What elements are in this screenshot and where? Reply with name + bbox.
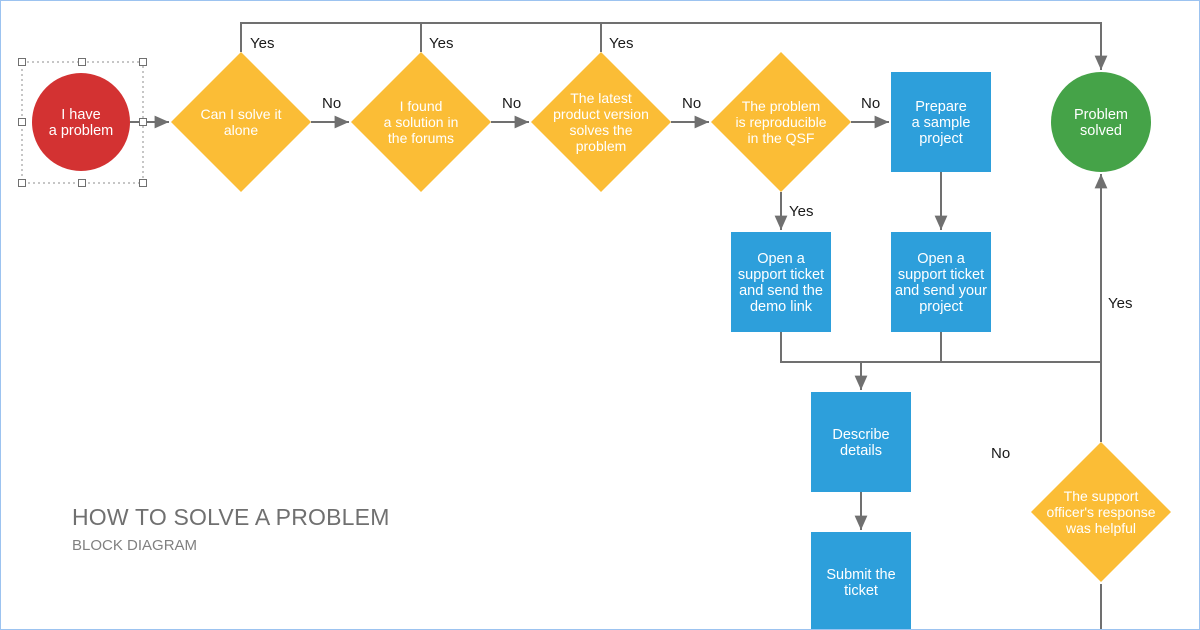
process-ticket-project-shape <box>891 232 991 332</box>
start-node-label-line: a problem <box>49 123 113 139</box>
decision-forums-label-line: I found <box>400 98 443 114</box>
decision-latest-version-shape <box>531 52 671 192</box>
decision-latest-version-label-line: product version <box>553 106 649 122</box>
resize-handle[interactable] <box>18 179 26 187</box>
process-ticket-project-label-line: support ticket <box>898 267 984 283</box>
process-prepare-project-label-line: Prepare <box>915 99 967 115</box>
edge-label-no-2: No <box>502 95 521 112</box>
edge-label-yes-2: Yes <box>429 35 453 52</box>
resize-handle[interactable] <box>78 179 86 187</box>
resize-handle[interactable] <box>18 58 26 66</box>
edge-label-no-1: No <box>322 95 341 112</box>
edge-label-no-3: No <box>682 95 701 112</box>
decision-latest-version-label-line: solves the <box>569 122 632 138</box>
end-node-label-line: Problem <box>1074 107 1128 123</box>
process-ticket-project-label-line: project <box>919 299 963 315</box>
process-submit-ticket-shape <box>811 532 911 629</box>
decision-reproducible-label-line: The problem <box>742 98 821 114</box>
resize-handle[interactable] <box>78 58 86 66</box>
edge-label-yes-down: Yes <box>789 203 813 220</box>
end-node-shape <box>1051 72 1151 172</box>
process-ticket-demo-label-line: Open a <box>757 251 805 267</box>
start-node-label-line: I have <box>61 107 101 123</box>
process-prepare-project-label-line: a sample <box>912 115 971 131</box>
decision-reproducible-label-line: is reproducible <box>735 114 826 130</box>
decision-latest-version-label-line: The latest <box>570 90 632 106</box>
decision-reproducible-label-line: in the QSF <box>748 130 815 146</box>
process-ticket-demo-label-line: support ticket <box>738 267 824 283</box>
resize-handle[interactable] <box>139 179 147 187</box>
decision-solve-alone-label-line: alone <box>224 122 258 138</box>
process-ticket-project-label-line: Open a <box>917 251 965 267</box>
process-ticket-demo-label-line: demo link <box>750 299 813 315</box>
decision-response-helpful-label-line: The support <box>1064 488 1139 504</box>
edge-label-no-helpful: No <box>991 445 1010 462</box>
process-ticket-project-label-line: and send your <box>895 283 987 299</box>
decision-forums-label-line: a solution in <box>384 114 459 130</box>
resize-handle[interactable] <box>139 118 147 126</box>
decision-response-helpful-shape <box>1031 442 1171 582</box>
diagram-title: HOW TO SOLVE A PROBLEM <box>72 504 390 530</box>
resize-handle[interactable] <box>139 58 147 66</box>
process-describe-details-shape <box>811 392 911 492</box>
decision-forums-label-line: the forums <box>388 130 454 146</box>
edge-label-yes-right: Yes <box>1108 295 1132 312</box>
edge-label-yes-3: Yes <box>609 35 633 52</box>
edge-ticket-demo-merge[interactable] <box>780 332 1101 363</box>
edge-label-no-4: No <box>861 95 880 112</box>
end-node-label-line: solved <box>1080 123 1122 139</box>
process-describe-details-label-line: Describe <box>832 427 889 443</box>
decision-response-helpful-label-line: officer's response <box>1046 504 1155 520</box>
decision-solve-alone-shape <box>171 52 311 192</box>
decision-reproducible-shape <box>711 52 851 192</box>
edge-solve-yes-top[interactable] <box>240 22 1108 70</box>
diagram-title-block: HOW TO SOLVE A PROBLEM BLOCK DIAGRAM <box>72 504 390 554</box>
connectors <box>130 22 1108 629</box>
selection-handles[interactable] <box>18 58 147 187</box>
decision-latest-version-label-line: problem <box>576 138 627 154</box>
decision-response-helpful-label-line: was helpful <box>1065 520 1136 536</box>
process-describe-details-label-line: details <box>840 443 882 459</box>
process-prepare-project-shape <box>891 72 991 172</box>
process-prepare-project-label-line: project <box>919 131 963 147</box>
process-submit-ticket-label-line: Submit the <box>826 567 895 583</box>
process-submit-ticket-label-line: ticket <box>844 583 878 599</box>
decision-forums-shape <box>351 52 491 192</box>
start-node-shape <box>32 73 130 171</box>
edge-label-yes-1: Yes <box>250 35 274 52</box>
process-ticket-demo-shape <box>731 232 831 332</box>
diagram-subtitle: BLOCK DIAGRAM <box>72 537 198 554</box>
resize-handle[interactable] <box>18 118 26 126</box>
process-ticket-demo-label-line: and send the <box>739 283 823 299</box>
decision-solve-alone-label-line: Can I solve it <box>201 106 282 122</box>
